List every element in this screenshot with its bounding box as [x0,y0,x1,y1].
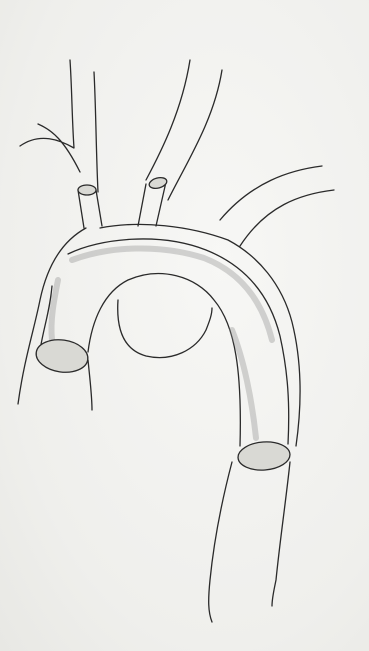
descending-aorta-right-wall [272,462,290,606]
carotid-outline-left [146,60,190,180]
ascending-shading [51,280,58,340]
ascending-aorta-opening [34,337,90,376]
carotid-outline-right [168,70,222,200]
stub-vessel-middle [138,182,166,226]
stub-vessel-left-opening [78,185,96,195]
arch-shading-top [72,248,272,340]
ascending-lower-wall [88,360,92,410]
stub-vessel-left [78,190,102,228]
descending-aorta-left-wall [209,462,232,622]
descending-aorta-opening [237,440,291,472]
arch-shading-right [232,330,256,438]
subclavian-outline-bottom [240,190,334,246]
inner-arch-recess [118,300,212,358]
brachiocephalic-trunk-outline-right [94,72,98,192]
arch-tube-bottom [88,274,240,446]
brachiocephalic-trunk-outline-left [20,60,74,148]
